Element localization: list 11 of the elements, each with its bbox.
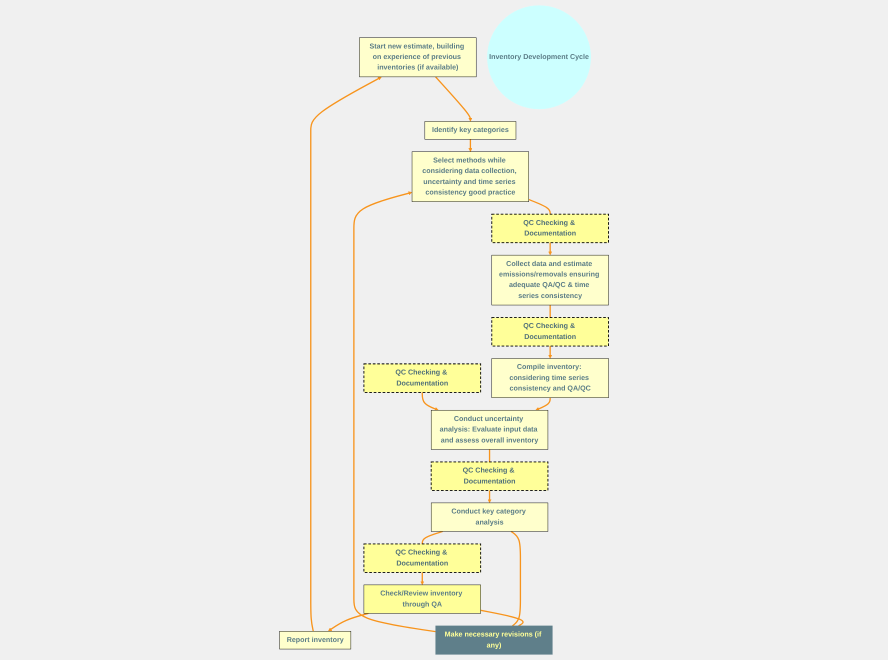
arrow xyxy=(548,242,552,256)
arrow xyxy=(422,392,439,411)
arrow xyxy=(535,398,551,411)
arrow xyxy=(310,76,382,632)
arrow xyxy=(328,612,369,632)
arrow xyxy=(488,490,492,504)
arrow xyxy=(548,346,552,359)
arrow xyxy=(353,191,436,632)
arrow xyxy=(435,76,472,122)
arrow xyxy=(420,572,424,586)
arrow xyxy=(468,139,472,152)
